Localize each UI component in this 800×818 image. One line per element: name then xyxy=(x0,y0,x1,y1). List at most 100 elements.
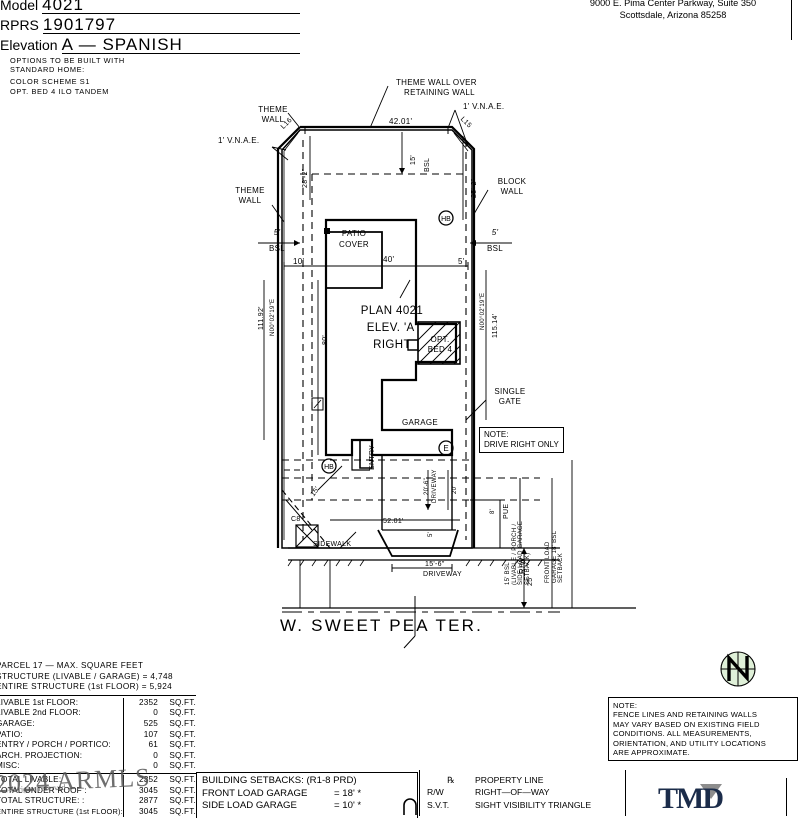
logo-divider xyxy=(786,778,787,816)
svt-symbol: S.V.T. xyxy=(427,799,450,810)
legend-row: R/W RIGHT—OF—WAY xyxy=(427,787,550,798)
model-value: 4021 xyxy=(42,0,300,14)
front-garage-setback-note: FRONT LOAD GARAGE 18' BSL SETBACK xyxy=(545,530,564,583)
dim-bottom-width: 52.01' xyxy=(383,518,404,525)
company-address: 9000 E. Pima Center Parkway, Suite 350 S… xyxy=(548,0,798,21)
house-plan-label: PLAN 4021 ELEV. 'A' RIGHT xyxy=(360,305,424,351)
dim-rear-bsl: 15' xyxy=(410,154,417,165)
fence-note-line: ARE APPROXIMATE. xyxy=(613,748,690,758)
elevation-row: Elevation A — SPANISH xyxy=(0,36,300,54)
driveway-label-vertical: DRIVEWAY xyxy=(432,469,438,503)
fence-note-line: MAY VARY BASED ON EXISTING FIELD xyxy=(613,719,760,729)
setback-row: FRONT LOAD GARAGE = 18' * xyxy=(202,787,362,799)
address-line-2: Scottsdale, Arizona 85258 xyxy=(619,9,727,20)
entry-label: ENTRY xyxy=(369,444,376,470)
legend-table: ℞ PROPERTY LINE R/W RIGHT—OF—WAY S.V.T. … xyxy=(425,772,625,818)
dim-left-len: 111.92' xyxy=(258,306,265,330)
sqft-row: MISC:0SQ.FT. xyxy=(0,761,196,772)
north-arrow-icon xyxy=(714,645,762,693)
header-divider xyxy=(791,0,792,40)
property-line-symbol: ℞ xyxy=(447,775,455,785)
hb-symbol-label: HB xyxy=(324,464,334,471)
options-heading: OPTIONS TO BE BUILT WITH STANDARD HOME: xyxy=(10,56,125,75)
legend-row: ℞ PROPERTY LINE xyxy=(427,774,625,786)
fence-note-line: ORIENTATION, AND UTILITY LOCATIONS xyxy=(613,738,767,748)
dim-rear-bsl-label: BSL xyxy=(424,157,431,172)
square-feet-table: PARCEL 17 — MAX. SQUARE FEET STRUCTURE (… xyxy=(0,661,196,818)
rprs-label: RPRS xyxy=(0,17,39,33)
sidewalk-label: SIDEWALK xyxy=(313,541,352,548)
building-setbacks-table: BUILDING SETBACKS: (R1-8 PRD) FRONT LOAD… xyxy=(196,772,418,818)
label-c8: C8 xyxy=(291,516,301,523)
rprs-row: RPRS 1901797 xyxy=(0,16,300,34)
setback-row: SIDE LOAD GARAGE = 10' * xyxy=(202,800,362,812)
garage-label: GARAGE xyxy=(402,418,439,427)
model-row: Model 4021 xyxy=(0,0,300,14)
e-symbol-label: E xyxy=(443,444,448,453)
legend-right-divider xyxy=(625,770,626,816)
rw-symbol: R/W xyxy=(427,787,444,798)
dim-25-2: 25'-2" xyxy=(471,178,478,198)
dim-28-2: 28'-2" xyxy=(302,168,309,188)
fence-note-box: NOTE: FENCE LINES AND RETAINING WALLS MA… xyxy=(608,697,798,762)
setbacks-heading: BUILDING SETBACKS: (R1-8 PRD) xyxy=(202,775,357,786)
model-label: Model xyxy=(0,0,39,13)
patio-cover-label: PATIO COVER xyxy=(339,229,369,249)
dim-bsl-left: 5' xyxy=(273,228,281,237)
address-line-1: 9000 E. Pima Center Parkway, Suite 350 xyxy=(589,0,757,8)
option-line: COLOR SCHEME S1 xyxy=(10,77,91,87)
fence-note-heading: NOTE: xyxy=(613,701,638,710)
drive-note-heading: NOTE: xyxy=(484,430,509,439)
legend-row: S.V.T. SIGHT VISIBILITY TRIANGLE xyxy=(427,799,592,810)
dim-10: 10' xyxy=(293,257,305,266)
callout-theme-wall-left: THEME WALL xyxy=(235,186,265,205)
elevation-label: Elevation xyxy=(0,37,58,53)
dim-20: 20' xyxy=(452,485,458,494)
elevation-value: A — SPANISH xyxy=(61,36,300,54)
tmd-logo: TMD xyxy=(658,782,724,815)
dim-right-len: 115.14' xyxy=(492,313,499,338)
dim-right-bearing: N00°02'19"E xyxy=(480,292,486,330)
fence-note-line: FENCE LINES AND RETAINING WALLS xyxy=(613,710,758,720)
fence-note-line: CONDITIONS. ALL MEASUREMENTS, xyxy=(613,729,752,739)
opt-bed-4-label: OPT. BED 4 xyxy=(427,335,453,354)
rprs-value: 1901797 xyxy=(42,16,300,34)
callout-theme-wall-top: THEME WALL xyxy=(258,105,288,124)
callout-single-gate: SINGLE GATE xyxy=(494,387,526,406)
title-block: Model 4021 RPRS 1901797 Elevation A — SP… xyxy=(0,0,300,54)
sqft-heading-3: ENTIRE STRUCTURE (1st FLOOR) = 5,924 xyxy=(0,682,173,692)
dim-left-bearing: N00°02'19"E xyxy=(270,298,276,336)
dim-5-drive: 5' xyxy=(428,531,434,537)
dim-5: 5' xyxy=(458,257,465,266)
callout-block-wall: BLOCK WALL xyxy=(497,177,527,196)
drive-note-text: DRIVE RIGHT ONLY xyxy=(484,439,559,449)
callout-vnae-right: 1' V.N.A.E. xyxy=(463,102,505,111)
dim-15-6: 15'-6" xyxy=(425,561,445,568)
svt-glyph-icon xyxy=(403,798,417,815)
legend-left-divider xyxy=(419,770,420,816)
options-note: OPTIONS TO BE BUILT WITH STANDARD HOME: … xyxy=(10,56,125,96)
bsl-15-note: 15' BSL (LIVABLE / PORCH / SIDE LOAD GAR… xyxy=(505,520,531,585)
callout-theme-wall-over-retaining: THEME WALL OVER RETAINING WALL xyxy=(396,78,477,97)
sqft-heading-1: PARCEL 17 — MAX. SQUARE FEET xyxy=(0,661,144,670)
sqft-heading-2: STRUCTURE (LIVABLE / GARAGE) = 4,748 xyxy=(0,671,173,681)
dim-80: 80' xyxy=(322,334,329,345)
dim-8-pue: 8' xyxy=(490,508,496,514)
dim-bsl-right: 5' xyxy=(491,228,499,237)
hb-symbol-label: HB xyxy=(441,216,451,223)
site-plan-drawing: HB HB E xyxy=(258,85,636,649)
drive-right-only-note: NOTE: DRIVE RIGHT ONLY xyxy=(479,427,564,453)
dim-bsl-right-label: BSL xyxy=(486,244,504,253)
street-name-label: W. SWEET PEA TER. xyxy=(280,616,484,635)
option-line: OPT. BED 4 ILO TANDEM xyxy=(10,86,109,96)
dim-20-6: 20'-6" xyxy=(424,477,430,495)
